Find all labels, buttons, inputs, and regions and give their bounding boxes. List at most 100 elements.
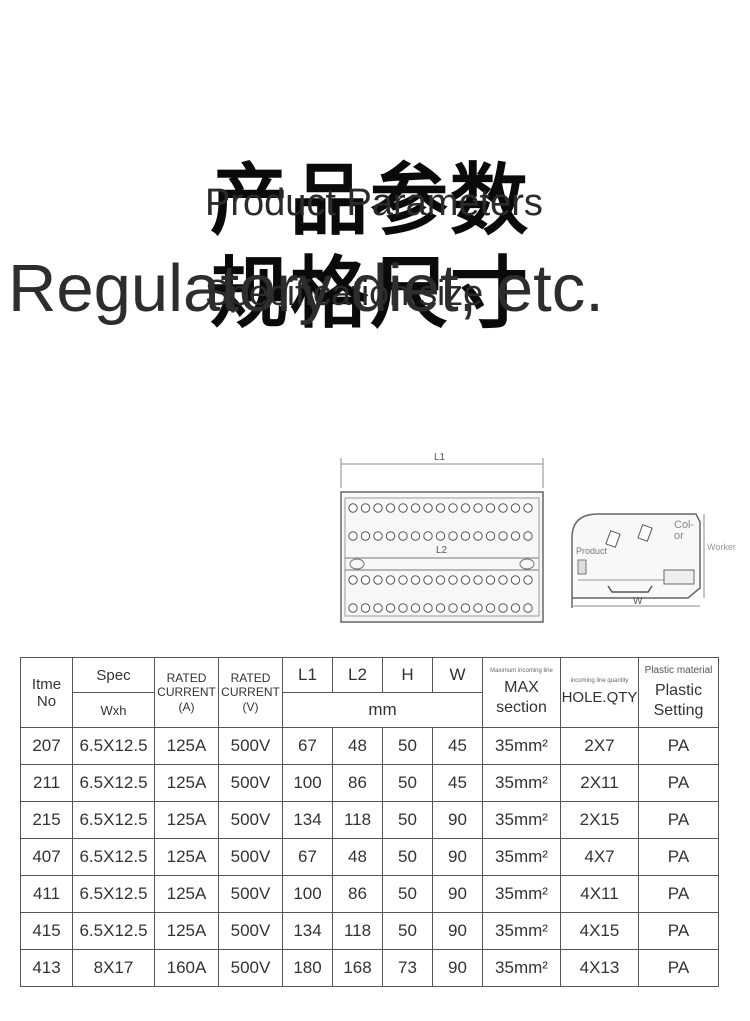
cell-a: 160A	[154, 949, 219, 987]
cell-v: 500V	[218, 912, 283, 950]
cell-l1: 134	[282, 801, 333, 839]
terminal-screw	[460, 575, 471, 585]
header-plastic-small: Plastic material	[644, 665, 713, 676]
terminal-screw	[348, 603, 358, 613]
terminal-screw	[360, 531, 371, 541]
cell-spec: 6.5X12.5	[72, 801, 155, 839]
terminal-screw	[423, 575, 433, 585]
cell-l2: 86	[332, 875, 383, 913]
cell-l2: 118	[332, 801, 383, 839]
cell-spec: 6.5X12.5	[72, 727, 155, 765]
cell-max: 35mm²	[482, 912, 561, 950]
cell-l2: 48	[332, 838, 383, 876]
terminal-screw	[498, 503, 508, 513]
terminal-screw	[498, 531, 508, 541]
cell-item: 215	[20, 801, 73, 839]
cell-max: 35mm²	[482, 764, 561, 802]
header-h: H	[382, 657, 433, 693]
terminal-screw	[398, 503, 408, 513]
terminal-screw	[485, 603, 496, 613]
terminal-screw	[348, 503, 358, 513]
header-rated-current-a: RATED CURRENT (A)	[154, 657, 219, 728]
cell-max: 35mm²	[482, 838, 561, 876]
cell-hole: 4X11	[560, 875, 639, 913]
cell-item: 211	[20, 764, 73, 802]
cell-l1: 100	[282, 875, 333, 913]
title-en-line1: Product Parameters	[205, 182, 543, 224]
terminal-screw	[473, 575, 483, 585]
cell-v: 500V	[218, 727, 283, 765]
cell-h: 50	[382, 764, 433, 802]
front-view-diagram	[340, 458, 544, 623]
label-l1: L1	[434, 452, 446, 463]
terminal-screw	[385, 603, 396, 613]
terminal-screw	[510, 503, 521, 513]
cell-spec: 8X17	[72, 949, 155, 987]
cell-hole: 4X13	[560, 949, 639, 987]
cell-h: 73	[382, 949, 433, 987]
header-plastic-label: Plastic Setting	[653, 682, 704, 719]
cell-plastic: PA	[638, 764, 719, 802]
cell-l1: 134	[282, 912, 333, 950]
terminal-screw	[410, 531, 421, 541]
cell-plastic: PA	[638, 801, 719, 839]
terminal-screw	[398, 603, 408, 613]
terminal-screw	[460, 603, 471, 613]
terminal-screw	[498, 603, 508, 613]
label-worker: Worker	[707, 542, 736, 552]
terminal-screw	[510, 603, 521, 613]
cell-l1: 180	[282, 949, 333, 987]
terminal-screw	[435, 531, 446, 541]
header-max-small: Maximum incoming line	[490, 668, 553, 674]
terminal-screw	[460, 531, 471, 541]
cell-l2: 48	[332, 727, 383, 765]
cell-v: 500V	[218, 875, 283, 913]
cell-item: 413	[20, 949, 73, 987]
cell-a: 125A	[154, 764, 219, 802]
terminal-screw	[448, 603, 458, 613]
title-cn-line1: 产品参数	[210, 156, 531, 246]
terminal-screw	[435, 575, 446, 585]
header-hole-small: incoming line quantity	[570, 678, 629, 684]
terminal-screw	[423, 503, 433, 513]
cell-h: 50	[382, 875, 433, 913]
cell-l1: 67	[282, 838, 333, 876]
cell-a: 125A	[154, 801, 219, 839]
cell-w: 90	[432, 875, 483, 913]
side-view-diagram	[571, 513, 705, 608]
label-color: Col- or	[674, 519, 695, 542]
terminal-screw	[485, 531, 496, 541]
cell-plastic: PA	[638, 838, 719, 876]
terminal-screw	[448, 531, 458, 541]
cell-w: 90	[432, 801, 483, 839]
label-w: W	[633, 596, 643, 607]
terminal-screw	[410, 575, 421, 585]
header-mm: mm	[282, 692, 483, 728]
header-spec: Spec	[72, 657, 155, 693]
terminal-screw	[385, 503, 396, 513]
terminal-screw	[398, 531, 408, 541]
cell-w: 45	[432, 764, 483, 802]
terminal-screw	[473, 603, 483, 613]
cell-hole: 4X15	[560, 912, 639, 950]
cell-max: 35mm²	[482, 801, 561, 839]
cell-w: 90	[432, 838, 483, 876]
cell-spec: 6.5X12.5	[72, 875, 155, 913]
cell-spec: 6.5X12.5	[72, 838, 155, 876]
cell-item: 207	[20, 727, 73, 765]
terminal-screw	[460, 503, 471, 513]
terminal-screw	[423, 603, 433, 613]
terminal-screw	[423, 531, 433, 541]
terminal-screw	[448, 503, 458, 513]
cell-spec: 6.5X12.5	[72, 764, 155, 802]
terminal-screw	[523, 603, 533, 613]
terminal-screw	[373, 603, 383, 613]
cell-w: 90	[432, 912, 483, 950]
terminal-screw	[360, 503, 371, 513]
cell-max: 35mm²	[482, 949, 561, 987]
cell-item: 411	[20, 875, 73, 913]
